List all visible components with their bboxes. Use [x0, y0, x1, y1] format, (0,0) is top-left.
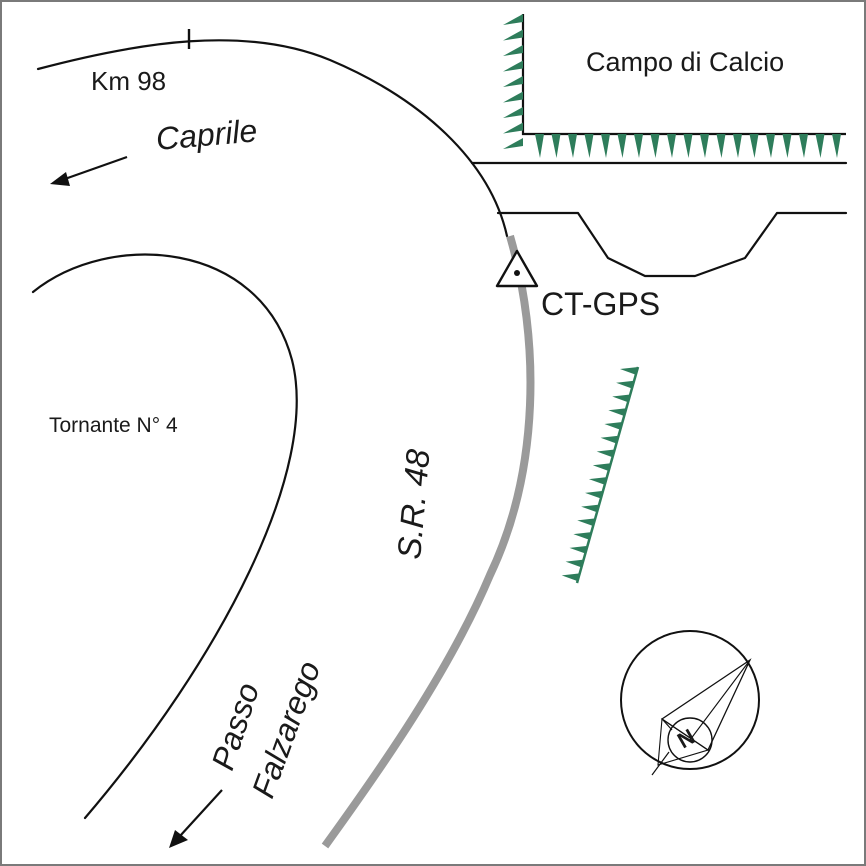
slope-hachure-icon — [503, 122, 523, 134]
slope-hachure-icon — [634, 134, 643, 158]
caprile-direction-arrow-icon — [50, 155, 128, 186]
road-outer-edge — [36, 39, 509, 238]
slope-hachure-icon — [700, 134, 709, 158]
north-arrow-compass-icon — [620, 630, 760, 776]
slope-hachure-icon — [604, 422, 623, 430]
slope-hachure-icon — [588, 477, 607, 485]
slope-hachure-icon — [577, 518, 596, 527]
road-inner-edge — [31, 253, 298, 820]
slope-hachure-icon — [535, 134, 544, 158]
slope-hachure-icon — [581, 504, 600, 513]
slope-hachure-icon — [612, 394, 631, 403]
slope-hachure-icon — [561, 573, 580, 582]
field-slope-hachure-vertical — [503, 14, 523, 149]
slope-hachure-icon — [799, 134, 808, 158]
slope-hachure-icon — [565, 559, 584, 568]
slope-hachure-icon — [596, 449, 615, 458]
slope-hachure-icon — [749, 134, 759, 158]
slope-hachure-icon — [667, 134, 676, 158]
slope-hachure-icon — [503, 29, 523, 41]
slope-hachure-icon — [608, 408, 627, 416]
station-marker-triangle-with-dot-icon — [495, 249, 539, 288]
slope-hachure-icon — [832, 134, 841, 158]
caprile-label: Caprile — [154, 112, 258, 157]
slope-hachure-icon — [815, 134, 825, 158]
slope-hachure-icon — [569, 545, 588, 554]
side-road-lower-line — [496, 211, 848, 278]
sr48-survey-track — [321, 234, 535, 849]
slope-hachure-icon — [503, 91, 523, 103]
slope-hachure-icon — [716, 134, 726, 158]
slope-hachure-icon — [733, 134, 742, 158]
slope-hachure-icon — [766, 134, 775, 158]
falzarego-direction-arrow-icon — [169, 789, 223, 848]
km-label: Km 98 — [91, 66, 166, 96]
campo-label: Campo di Calcio — [586, 47, 784, 77]
slope-hachure-icon — [650, 134, 660, 158]
slope-hachure-icon — [503, 14, 523, 25]
slope-hachure-icon — [620, 367, 638, 375]
slope-hachure-icon — [617, 134, 627, 158]
slope-hachure-icon — [601, 134, 610, 158]
slope-hachure-icon — [616, 380, 635, 389]
slope-hachure-icon — [503, 60, 523, 72]
tornante-label: Tornante N° 4 — [49, 414, 178, 437]
slope-hachure-icon — [782, 134, 792, 158]
slope-hachure-icon — [600, 435, 619, 444]
station-label: CT-GPS — [541, 286, 660, 322]
slope-hachure-icon — [568, 134, 577, 158]
embankment-hachure-diagonal — [561, 366, 640, 584]
slope-hachure-icon — [551, 134, 561, 158]
slope-hachure-icon — [584, 134, 594, 158]
field-slope-hachure-horizontal — [535, 134, 841, 158]
slope-hachure-icon — [503, 138, 523, 149]
slope-hachure-icon — [592, 463, 611, 472]
slope-hachure-icon — [503, 45, 523, 56]
slope-hachure-icon — [573, 532, 592, 540]
slope-hachure-icon — [503, 107, 523, 118]
slope-hachure-icon — [585, 490, 604, 499]
slope-hachure-icon — [503, 76, 523, 87]
slope-hachure-icon — [683, 134, 693, 158]
